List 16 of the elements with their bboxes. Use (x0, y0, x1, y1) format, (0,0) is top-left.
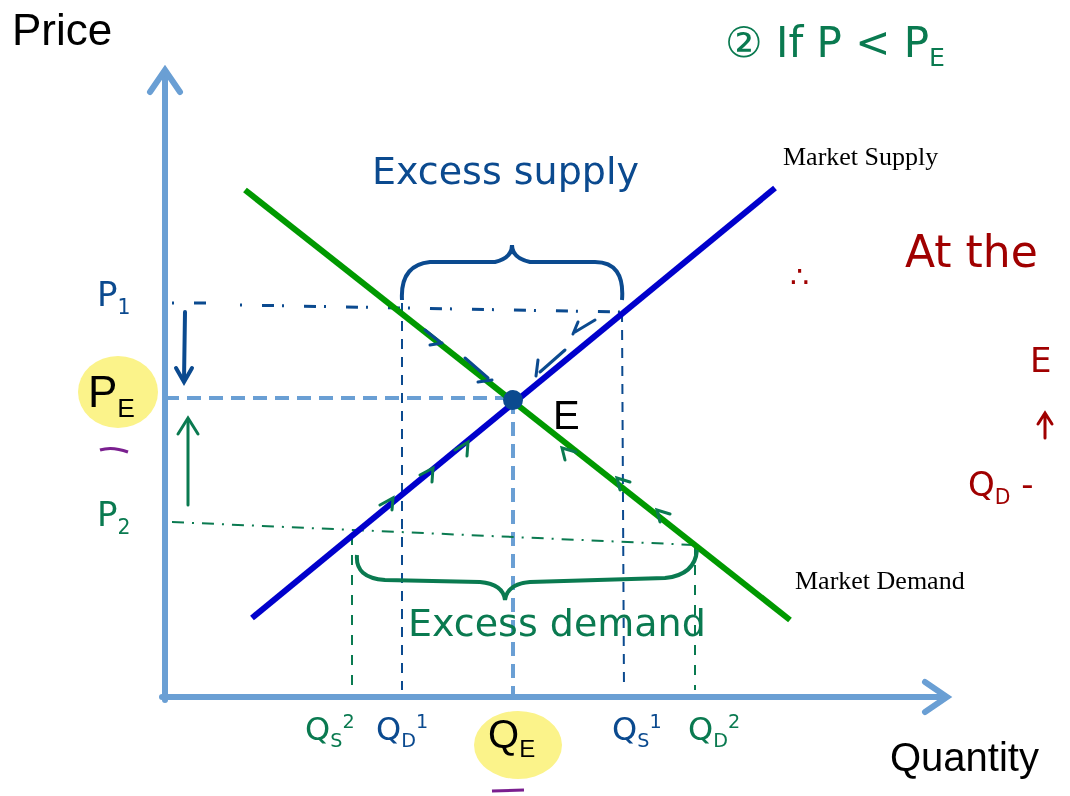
annotation-text: E (1030, 343, 1052, 377)
curve-label: Market Demand (795, 568, 965, 594)
condition-note: ② If P < P$_{E}$ (725, 22, 945, 71)
annotation-text: At the (905, 230, 1038, 274)
axis-title: Quantity (890, 737, 1039, 777)
axis-title: Price (12, 8, 113, 52)
price-label: P$_{E}$ (88, 370, 135, 422)
point-label: E (553, 395, 580, 435)
price-label: P$_{2}$ (97, 497, 131, 538)
annotation-text: Q$_{D}$ - (968, 467, 1034, 508)
therefore-symbol: ∴ (790, 262, 810, 292)
region-label: Excess supply (372, 152, 639, 190)
price-label: P$_{1}$ (97, 277, 131, 318)
region-label: Excess demand (408, 604, 706, 642)
quantity-label: Q$_{E}$ (488, 714, 536, 761)
curve-label: Market Supply (783, 144, 939, 170)
